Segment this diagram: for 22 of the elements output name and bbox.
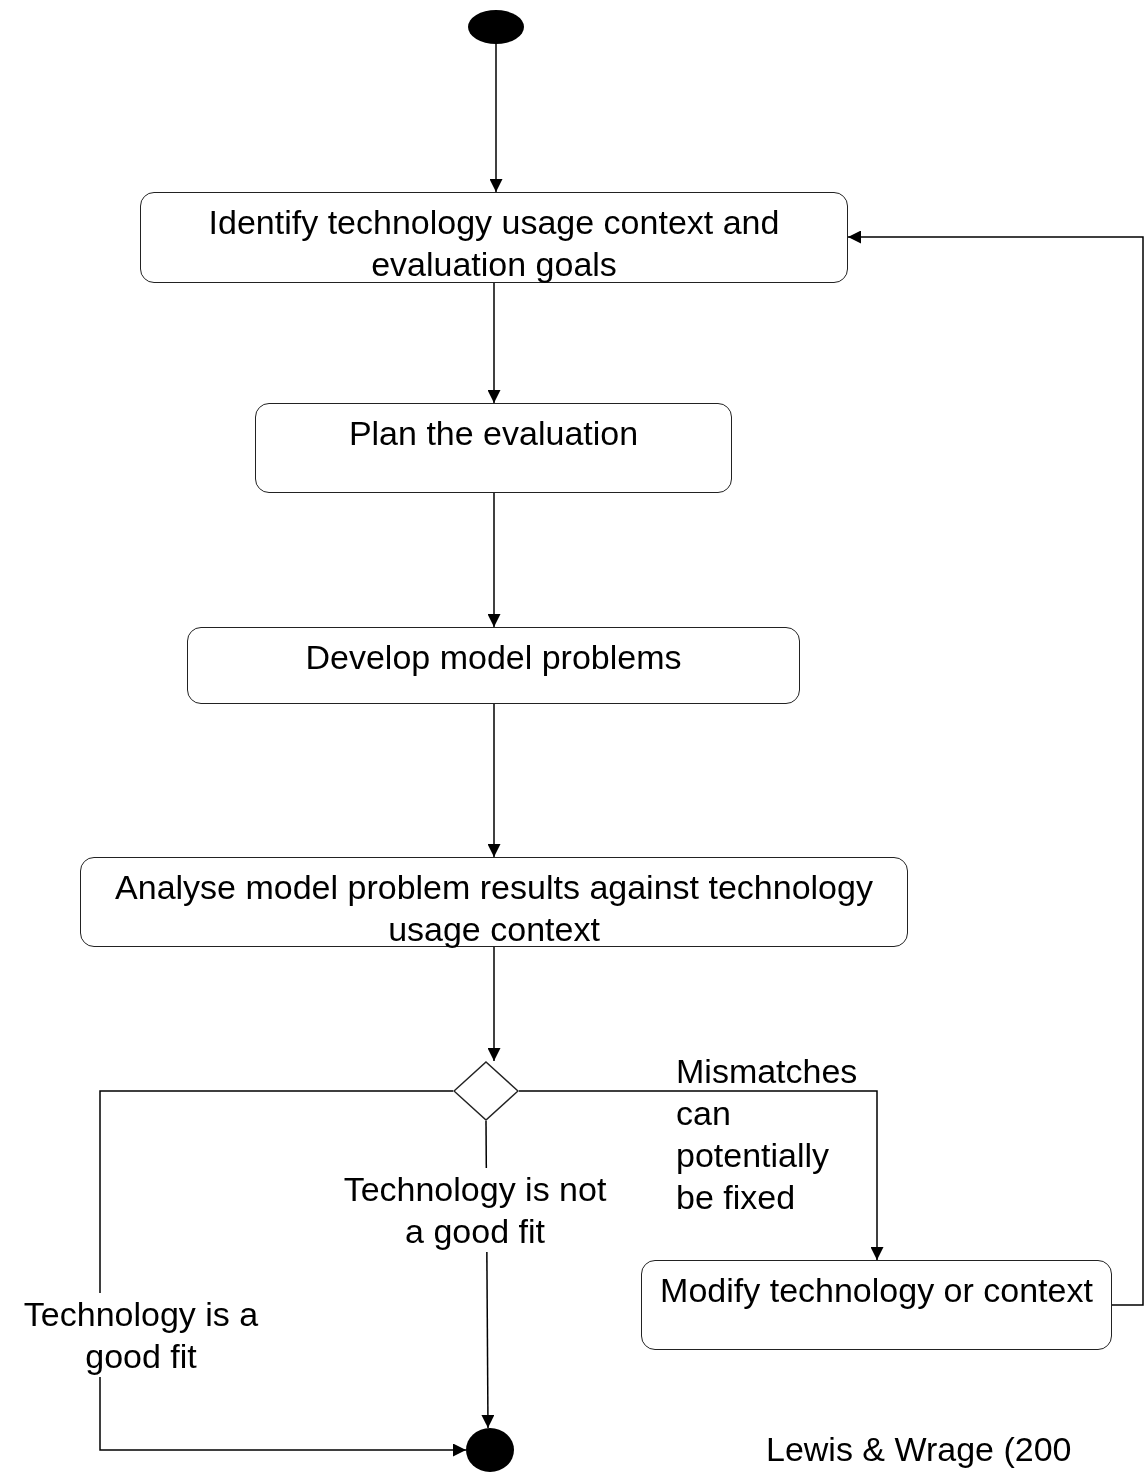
activity-text: Develop model problems <box>304 637 683 678</box>
activity-text: Analyse model problem results against technology usage context <box>114 867 874 950</box>
arrow <box>489 43 503 193</box>
arrow <box>487 282 501 404</box>
activity-text: Plan the evaluation <box>347 413 640 454</box>
activity-box <box>80 857 908 947</box>
activity-text: Identify technology usage context and evaluation goals <box>207 202 781 285</box>
edge-label: Mismatches can potentially be fixed <box>676 1051 859 1218</box>
activity-box <box>140 192 848 283</box>
arrow <box>487 703 501 858</box>
arrow <box>99 1090 467 1457</box>
activity-box <box>255 403 732 493</box>
terminal-dot <box>468 10 524 44</box>
arrow <box>518 1090 884 1261</box>
arrow <box>487 492 501 628</box>
terminal-dot <box>466 1428 514 1472</box>
activity-box <box>641 1260 1112 1350</box>
decision-diamond <box>453 1061 519 1121</box>
arrow <box>487 946 501 1062</box>
activity-box <box>187 627 800 704</box>
activity-text: Modify technology or context <box>659 1270 1094 1311</box>
arrow <box>847 230 1144 1306</box>
